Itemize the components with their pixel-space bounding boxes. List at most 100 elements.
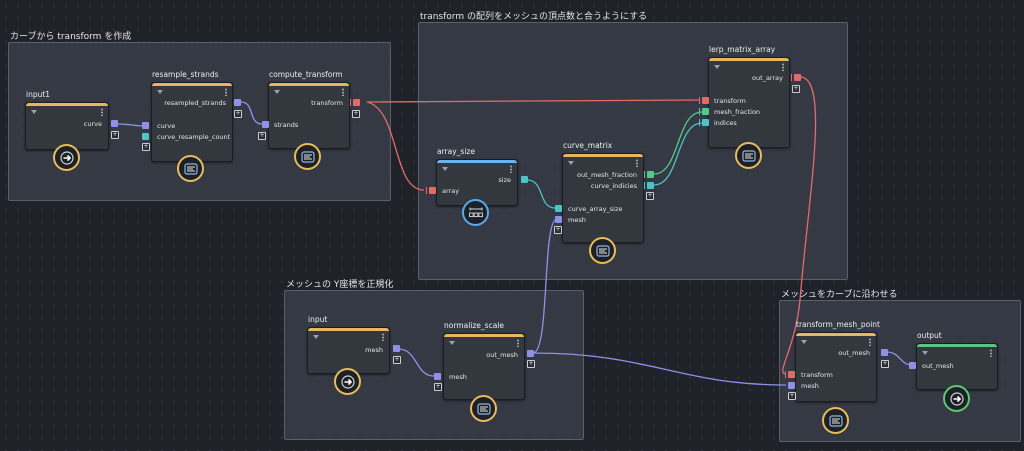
node-menu-icon[interactable] xyxy=(510,165,512,173)
collapse-triangle-icon[interactable] xyxy=(157,90,163,94)
add-port-icon[interactable]: + xyxy=(111,131,119,139)
port-in-curve-resample-count[interactable] xyxy=(142,133,149,140)
node-menu-icon[interactable] xyxy=(517,339,519,347)
node-menu-icon[interactable] xyxy=(869,338,871,346)
node-resample-strands[interactable]: resample_strands resampled_strands curve… xyxy=(142,70,242,162)
node-input1[interactable]: input1 curve + xyxy=(25,90,119,150)
group-title-transform-match: transform の配列をメッシュの頂点数と合うようにする xyxy=(420,12,648,22)
node-menu-icon[interactable] xyxy=(990,349,992,357)
port-out-curve[interactable] xyxy=(111,120,118,127)
node-output[interactable]: output out_mesh xyxy=(909,331,998,390)
add-port-icon[interactable]: + xyxy=(788,392,796,400)
node-menu-icon[interactable] xyxy=(225,88,227,96)
port-in-mesh[interactable] xyxy=(555,216,562,223)
add-port-icon[interactable]: + xyxy=(142,143,150,151)
port-out-curve-indicies[interactable] xyxy=(644,182,654,189)
node-transform-mesh-point[interactable]: transform_mesh_point out_mesh transform … xyxy=(785,320,889,402)
port-out-transform[interactable] xyxy=(350,99,360,106)
add-port-icon[interactable]: + xyxy=(434,383,442,391)
badge-compound-icon xyxy=(589,237,616,264)
badge-compound-icon xyxy=(470,395,497,422)
badge-arrow-right-icon xyxy=(334,368,361,395)
node-header-bar xyxy=(437,160,517,163)
node-body[interactable]: out_mesh transform mesh xyxy=(795,332,877,402)
collapse-triangle-icon[interactable] xyxy=(922,351,928,355)
badge-compound-icon xyxy=(735,142,762,169)
port-label-curve-indicies: curve_indicies xyxy=(590,182,637,190)
port-in-transform[interactable] xyxy=(785,371,795,378)
collapse-triangle-icon[interactable] xyxy=(442,167,448,171)
port-in-curve[interactable] xyxy=(142,122,149,129)
add-port-icon[interactable]: + xyxy=(792,85,800,93)
port-out-mesh-fraction[interactable] xyxy=(644,171,654,178)
add-port-icon[interactable]: + xyxy=(554,226,562,234)
add-port-icon[interactable]: + xyxy=(527,360,535,368)
wire-strands xyxy=(240,101,263,125)
port-out-out-mesh[interactable] xyxy=(527,350,534,357)
node-body[interactable]: out_mesh xyxy=(916,343,998,390)
port-out-resampled-strands[interactable] xyxy=(234,99,241,106)
port-out-size[interactable] xyxy=(521,176,528,183)
node-menu-icon[interactable] xyxy=(342,88,344,96)
port-in-mesh[interactable] xyxy=(788,382,795,389)
node-menu-icon[interactable] xyxy=(382,333,384,341)
badge-compound-icon xyxy=(294,143,321,170)
wire-mesh-cm xyxy=(532,218,558,354)
node-compute-transform[interactable]: compute_transform transform strands + + xyxy=(258,70,360,149)
port-in-out-mesh[interactable] xyxy=(909,362,916,369)
node-body[interactable]: mesh xyxy=(307,327,390,374)
wire-size xyxy=(526,179,556,209)
add-port-icon[interactable]: + xyxy=(393,356,401,364)
collapse-triangle-icon[interactable] xyxy=(568,161,574,165)
node-body[interactable]: out_mesh_fraction curve_indicies curve_a… xyxy=(562,153,644,243)
node-header-bar xyxy=(444,334,524,337)
add-port-icon[interactable]: + xyxy=(881,360,889,368)
collapse-triangle-icon[interactable] xyxy=(274,90,280,94)
collapse-triangle-icon[interactable] xyxy=(449,341,455,345)
port-label-curve: curve xyxy=(83,120,102,128)
port-label-transform: transform xyxy=(714,97,746,105)
add-port-icon[interactable]: + xyxy=(258,132,266,140)
add-port-icon[interactable]: + xyxy=(646,192,654,200)
port-out-out-mesh[interactable] xyxy=(881,349,888,356)
compound-icon xyxy=(828,414,843,427)
arrow-right-icon xyxy=(949,391,964,406)
collapse-triangle-icon[interactable] xyxy=(801,340,807,344)
badge-compound-icon xyxy=(177,155,204,182)
port-label-mesh: mesh xyxy=(449,373,467,381)
node-normalize-scale[interactable]: normalize_scale out_mesh mesh + + xyxy=(434,321,535,400)
node-body[interactable]: transform strands xyxy=(268,82,350,149)
node-menu-icon[interactable] xyxy=(101,108,103,116)
compound-icon xyxy=(300,150,315,163)
add-port-icon[interactable]: + xyxy=(352,110,360,118)
port-in-curve-array-size[interactable] xyxy=(555,205,562,212)
port-in-indices[interactable] xyxy=(699,119,709,126)
collapse-triangle-icon[interactable] xyxy=(714,65,720,69)
collapse-triangle-icon[interactable] xyxy=(313,335,319,339)
arrow-right-icon xyxy=(340,374,355,389)
node-input[interactable]: input mesh + xyxy=(307,315,401,374)
node-lerp-matrix-array[interactable]: lerp_matrix_array out_array transform me… xyxy=(699,45,801,148)
node-body[interactable]: out_array transform mesh_fraction indice… xyxy=(708,57,790,148)
port-out-out-array[interactable] xyxy=(791,74,801,81)
collapse-triangle-icon[interactable] xyxy=(31,110,37,114)
add-port-icon[interactable]: + xyxy=(234,110,242,118)
array-size-icon xyxy=(468,207,483,217)
node-body[interactable]: resampled_strands curve curve_resample_c… xyxy=(151,82,233,162)
port-in-strands[interactable] xyxy=(262,121,269,128)
port-label-size: size xyxy=(498,176,511,184)
port-label-out-mesh: out_mesh xyxy=(922,362,954,370)
node-menu-icon[interactable] xyxy=(636,159,638,167)
port-label-transform: transform xyxy=(801,371,833,379)
port-in-transform[interactable] xyxy=(699,97,709,104)
port-in-mesh-fraction[interactable] xyxy=(699,108,709,115)
node-menu-icon[interactable] xyxy=(782,63,784,71)
node-body[interactable]: curve xyxy=(25,102,109,150)
port-label-mesh: mesh xyxy=(801,382,819,390)
port-in-array[interactable] xyxy=(426,187,436,194)
port-in-mesh[interactable] xyxy=(434,373,441,380)
port-out-mesh[interactable] xyxy=(393,345,400,352)
node-title: resample_strands xyxy=(152,70,219,79)
node-curve-matrix[interactable]: curve_matrix out_mesh_fraction curve_ind… xyxy=(554,141,654,243)
node-body[interactable]: out_mesh mesh xyxy=(443,333,525,400)
